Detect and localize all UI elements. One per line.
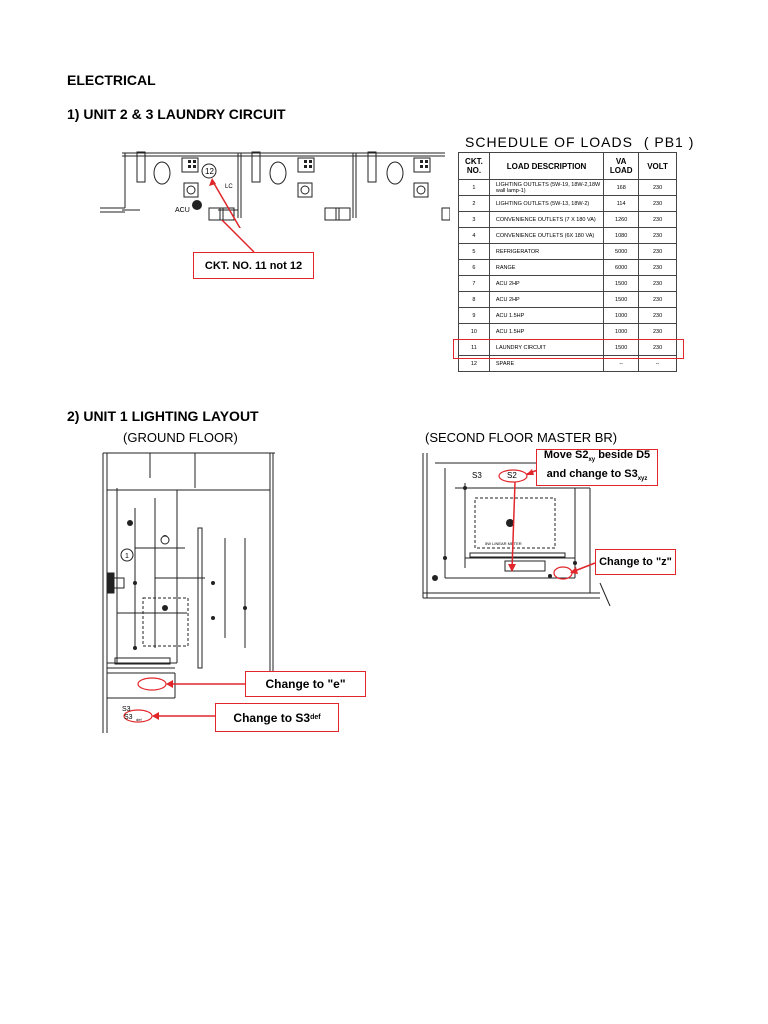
schedule-cell-volt: -- (638, 355, 677, 372)
schedule-cell-va: 1500 (603, 291, 640, 308)
schedule-cell-no: 10 (458, 323, 490, 340)
plan-lc-label: LC (225, 184, 233, 190)
item2-title: 2) UNIT 1 LIGHTING LAYOUT (67, 408, 259, 424)
schedule-cell-va: 1500 (603, 275, 640, 292)
schedule-cell-volt: 230 (638, 243, 677, 260)
schedule-cell-no: 1 (458, 179, 490, 196)
schedule-cell-volt: 230 (638, 259, 677, 276)
second-floor-plan: S3 S2 5W LINEAR METER (422, 453, 611, 607)
section-title: ELECTRICAL (67, 72, 156, 88)
callout-move-line1: Move S2xy beside D5 (544, 449, 650, 467)
schedule-cell-va: 1000 (603, 323, 640, 340)
laundry-floor-plan: 12 LC ACU (100, 151, 450, 228)
schedule-cell-desc: ACU 2HP (488, 275, 605, 292)
schedule-cell-no: 4 (458, 227, 490, 244)
ground-floor-label: (GROUND FLOOR) (123, 430, 238, 445)
plan-s3-sub: def (136, 717, 142, 722)
schedule-cell-no: 8 (458, 291, 490, 308)
callout-arrow-ckt (221, 220, 255, 253)
schedule-cell-no: 12 (458, 355, 490, 372)
schedule-cell-va: 1260 (603, 211, 640, 228)
callout-change-z: Change to "z" (595, 549, 676, 575)
schedule-cell-volt: 230 (638, 179, 677, 196)
callout-move-line1-sub: xy (588, 457, 596, 464)
callout-move-s2: Move S2xy beside D5 and change to S3xyz (536, 449, 658, 486)
schedule-cell-desc: ACU 1.5HP (488, 307, 605, 324)
plan-acu-label: ACU (175, 207, 190, 214)
second-floor-label: (SECOND FLOOR MASTER BR) (425, 430, 618, 445)
schedule-cell-va: 168 (603, 179, 640, 196)
callout-change-s3-text: Change to S3 (233, 710, 311, 725)
schedule-cell-volt: 230 (638, 291, 677, 308)
schedule-highlight (453, 339, 684, 359)
schedule-cell-desc: SPARE (488, 355, 605, 372)
plan-s3-b: S3 (124, 714, 133, 721)
callout-move-line1-text: Move S2 (543, 449, 589, 462)
schedule-cell-desc: CONVENIENCE OUTLETS (6X 180 VA) (488, 227, 605, 244)
schedule-cell-volt: 230 (638, 227, 677, 244)
schedule-cell-va: 5000 (603, 243, 640, 260)
schedule-cell-desc: LIGHTING OUTLETS (5W-19, 18W-2,18W wall … (488, 179, 605, 196)
schedule-cell-no: 2 (458, 195, 490, 212)
schedule-cell-no: 5 (458, 243, 490, 260)
plan-s2-second: S2 (507, 471, 517, 480)
callout-move-line2-sub: xyz (637, 475, 648, 482)
schedule-cell-no: 6 (458, 259, 490, 276)
schedule-cell-va: 1000 (603, 307, 640, 324)
schedule-cell-desc: LIGHTING OUTLETS (5W-13, 18W-2) (488, 195, 605, 212)
schedule-cell-desc: REFRIGERATOR (488, 243, 605, 260)
header-ckt: CKT. NO. (458, 152, 490, 180)
schedule-cell-desc: CONVENIENCE OUTLETS (7 X 180 VA) (488, 211, 605, 228)
schedule-cell-va: 114 (603, 195, 640, 212)
ground-floor-plan: 1 S3 S3 def (102, 452, 275, 733)
callout-change-s3-sub: def (310, 714, 321, 721)
schedule-cell-desc: ACU 2HP (488, 291, 605, 308)
callout-ckt-no: CKT. NO. 11 not 12 (193, 252, 314, 279)
plan-linear-label: 5W LINEAR METER (485, 541, 522, 546)
callout-move-line2: and change to S3xyz (547, 468, 648, 486)
schedule-cell-va: 1080 (603, 227, 640, 244)
plan-ckt-number: 12 (205, 167, 214, 176)
header-volt: VOLT (638, 152, 677, 180)
schedule-panel: ( PB1 ) (643, 134, 695, 150)
plan-s3-second: S3 (472, 471, 482, 480)
schedule-cell-no: 3 (458, 211, 490, 228)
header-va: VA LOAD (603, 152, 640, 180)
plan-s3-a: S3 (122, 706, 131, 713)
schedule-cell-volt: 230 (638, 195, 677, 212)
schedule-cell-va: -- (603, 355, 640, 372)
schedule-cell-volt: 230 (638, 211, 677, 228)
item1-title: 1) UNIT 2 & 3 LAUNDRY CIRCUIT (67, 106, 286, 122)
plan-marker-1: 1 (125, 553, 129, 560)
schedule-cell-no: 9 (458, 307, 490, 324)
schedule-cell-va: 6000 (603, 259, 640, 276)
schedule-header-row: CKT. NO. LOAD DESCRIPTION VA LOAD VOLT (458, 152, 677, 180)
header-desc: LOAD DESCRIPTION (488, 152, 605, 180)
schedule-title: SCHEDULE OF LOADS ( PB1 ) (465, 134, 694, 150)
schedule-cell-volt: 230 (638, 307, 677, 324)
schedule-cell-desc: ACU 1.5HP (488, 323, 605, 340)
callout-move-line1-tail: beside D5 (595, 449, 651, 462)
callout-change-e: Change to "e" (245, 671, 366, 697)
schedule-cell-no: 7 (458, 275, 490, 292)
schedule-cell-desc: RANGE (488, 259, 605, 276)
callout-move-line2-text: and change to S3 (546, 467, 638, 480)
schedule-title-text: SCHEDULE OF LOADS (465, 134, 633, 150)
schedule-cell-volt: 230 (638, 275, 677, 292)
schedule-table: CKT. NO. LOAD DESCRIPTION VA LOAD VOLT 1… (458, 152, 677, 372)
schedule-cell-volt: 230 (638, 323, 677, 340)
